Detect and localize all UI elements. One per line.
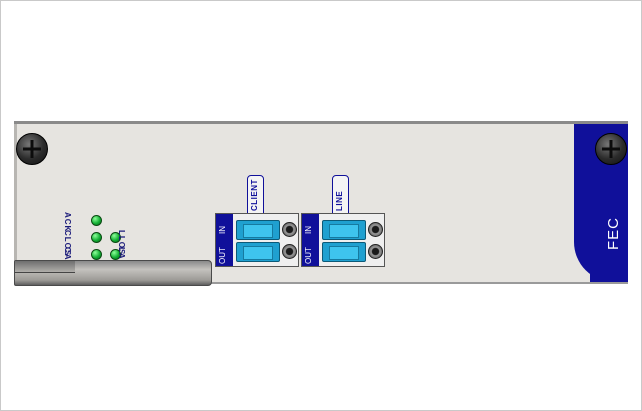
optical-module-line: OUT IN xyxy=(301,213,385,267)
port-group-tab-client: CLIENT xyxy=(247,175,264,215)
ejector-handle[interactable] xyxy=(14,260,212,286)
optical-connector-icon[interactable] xyxy=(236,220,280,240)
led-llos-icon xyxy=(110,232,121,243)
right-screw-icon xyxy=(595,133,627,165)
in-label: IN xyxy=(218,226,227,234)
optical-connector-icon[interactable] xyxy=(322,220,366,240)
led-ack-icon xyxy=(91,215,102,226)
out-in-strip: OUT IN xyxy=(216,214,233,266)
left-screw-icon xyxy=(16,133,48,165)
in-label: IN xyxy=(304,226,313,234)
out-label: OUT xyxy=(304,247,313,264)
panel-edge xyxy=(14,124,17,282)
port-cap-icon xyxy=(282,222,297,237)
port-cap-icon xyxy=(282,244,297,259)
led-calm-icon xyxy=(91,249,102,260)
out-label: OUT xyxy=(218,247,227,264)
led-lalm-icon xyxy=(110,249,121,260)
port-group-label-client: CLIENT xyxy=(250,179,259,211)
port-cap-icon xyxy=(368,222,383,237)
port-cap-icon xyxy=(368,244,383,259)
optical-connector-icon[interactable] xyxy=(322,242,366,262)
led-clos-icon xyxy=(91,232,102,243)
optical-connector-icon[interactable] xyxy=(236,242,280,262)
board-name-label: FEC xyxy=(605,217,622,250)
out-in-strip: OUT IN xyxy=(302,214,319,266)
fec-board-panel: FEC ACK CLOS CALM LLOS LALM CLIENT OUT I… xyxy=(14,121,628,286)
handle-notch xyxy=(15,261,75,273)
port-group-tab-line: LINE xyxy=(332,175,349,215)
port-group-label-line: LINE xyxy=(335,190,344,211)
optical-module-client: OUT IN xyxy=(215,213,299,267)
